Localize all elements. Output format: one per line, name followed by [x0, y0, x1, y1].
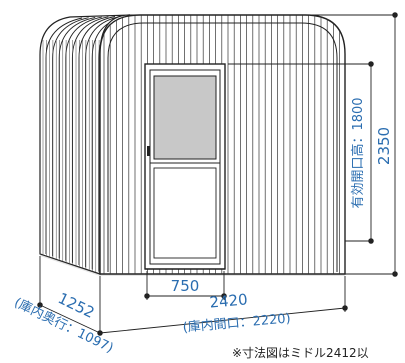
footnote: ※寸法図はミドル2412以 — [232, 346, 369, 360]
side-arch-rib — [52, 17, 89, 257]
side-arch-rib — [65, 16, 102, 261]
door-window — [153, 75, 217, 160]
side-arch-rib — [58, 16, 96, 259]
dimension-lines — [37, 12, 398, 336]
side-arch-rib — [78, 16, 116, 265]
shed-door — [144, 63, 226, 270]
label-height-total: 2350 — [375, 127, 393, 165]
side-arch-rib — [71, 16, 109, 263]
label-width: 2420 — [209, 290, 249, 311]
door-handle-icon — [147, 146, 150, 156]
label-door-width: 750 — [171, 277, 200, 295]
side-arch-rib — [85, 15, 122, 268]
label-height-opening: 有効開口高：1800 — [350, 97, 366, 208]
label-width-inner: (庫内間口：2220) — [182, 310, 291, 335]
side-arch-rib — [45, 17, 83, 254]
